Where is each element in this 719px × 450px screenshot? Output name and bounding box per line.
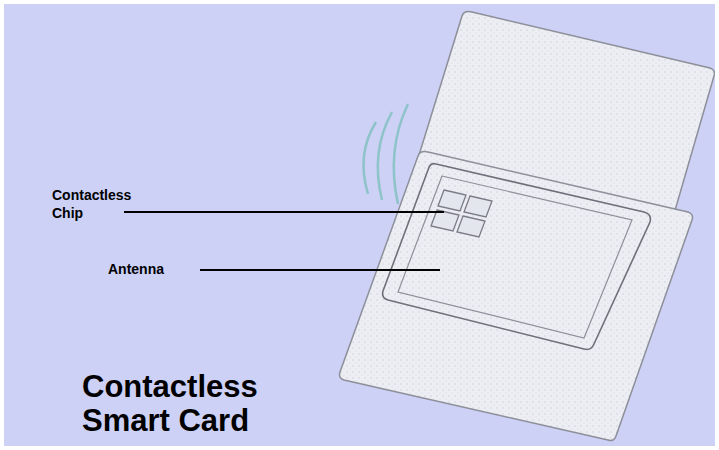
part-label: Antenna bbox=[108, 260, 228, 278]
leader-line bbox=[200, 269, 440, 271]
bottom-card-layer bbox=[340, 152, 693, 441]
diagram-canvas: Contactless Smart Card Contactless ChipAn… bbox=[4, 4, 715, 446]
radio-waves bbox=[364, 104, 409, 204]
antenna-layer bbox=[383, 164, 651, 350]
leader-line bbox=[124, 211, 444, 213]
antenna-coil bbox=[398, 176, 632, 338]
diagram-title: Contactless Smart Card bbox=[82, 370, 282, 438]
part-label: Contactless Chip bbox=[52, 186, 132, 222]
contactless-chip bbox=[431, 190, 492, 237]
